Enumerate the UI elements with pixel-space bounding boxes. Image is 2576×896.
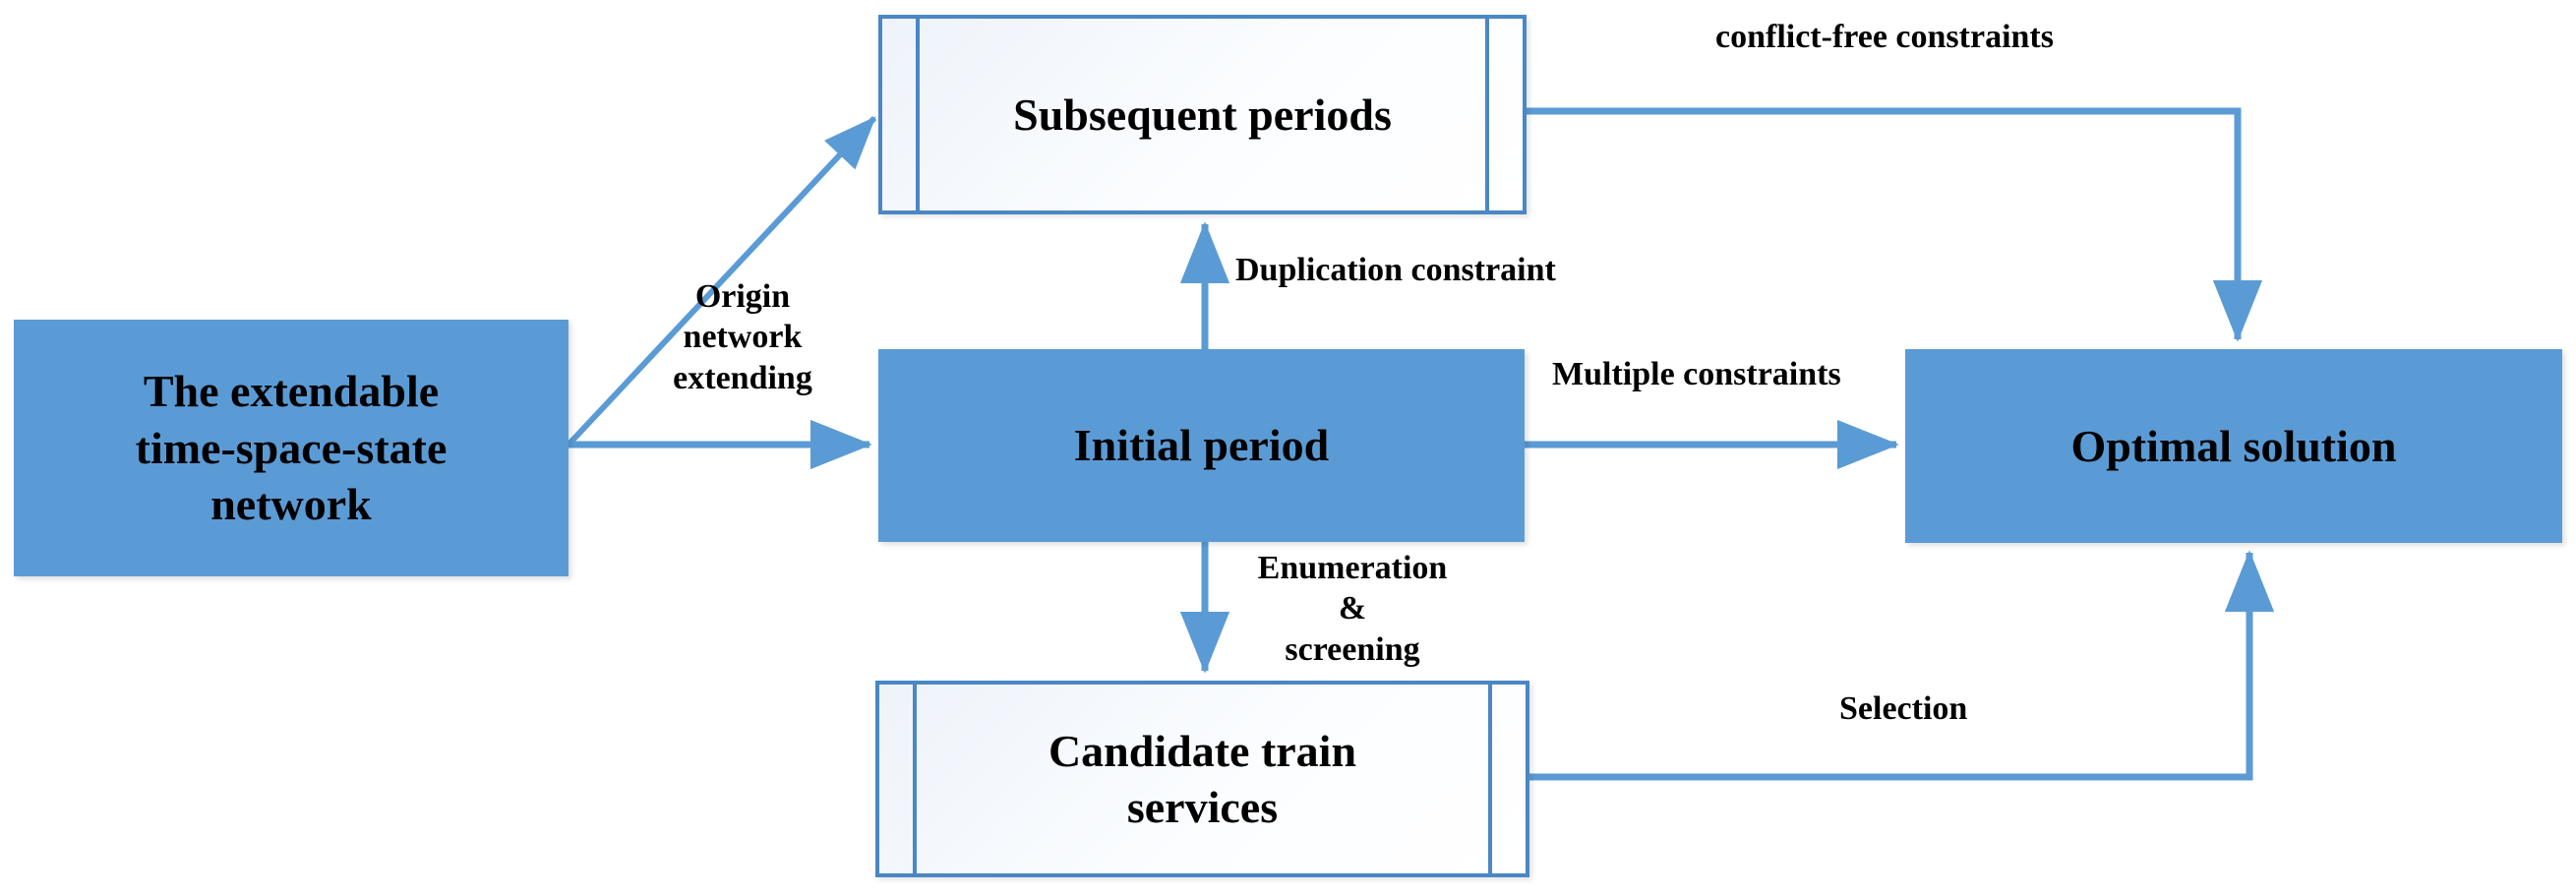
edge-label-origin-network-extending: Origin network extending [673,278,812,396]
edge-candidate-to-optimal [1529,550,2275,781]
edge-label-enumeration-and-screening: Enumeration & screening [1257,550,1448,668]
node-initial-period[interactable]: Initial period [878,349,1525,542]
edge-label-multiple-constraints: Multiple constraints [1552,356,1841,392]
node-extendable-network-label: The extendable time-space-state network [135,366,448,530]
node-optimal-solution[interactable]: Optimal solution [1905,349,2562,543]
process-bar-right-icon [1488,684,1492,874]
edge-subsequent-to-optimal [1527,107,2263,342]
edge-label-duplication-constraint: Duplication constraint [1235,252,1556,288]
edge-label-conflict-free-constraints: conflict-free constraints [1715,19,2054,55]
process-bar-right-icon [1485,18,1489,211]
node-initial-period-label: Initial period [1073,420,1330,471]
node-subsequent-periods[interactable]: Subsequent periods [878,15,1527,214]
edge-label-selection: Selection [1839,690,1968,727]
node-optimal-solution-label: Optimal solution [2070,420,2397,471]
node-subsequent-periods-label: Subsequent periods [1013,89,1392,140]
node-extendable-network[interactable]: The extendable time-space-state network [14,320,569,576]
node-candidate-train-services[interactable]: Candidate train services [875,681,1529,877]
process-bar-left-icon [916,18,920,211]
node-candidate-train-services-label: Candidate train services [1048,725,1357,833]
process-bar-left-icon [913,684,917,874]
